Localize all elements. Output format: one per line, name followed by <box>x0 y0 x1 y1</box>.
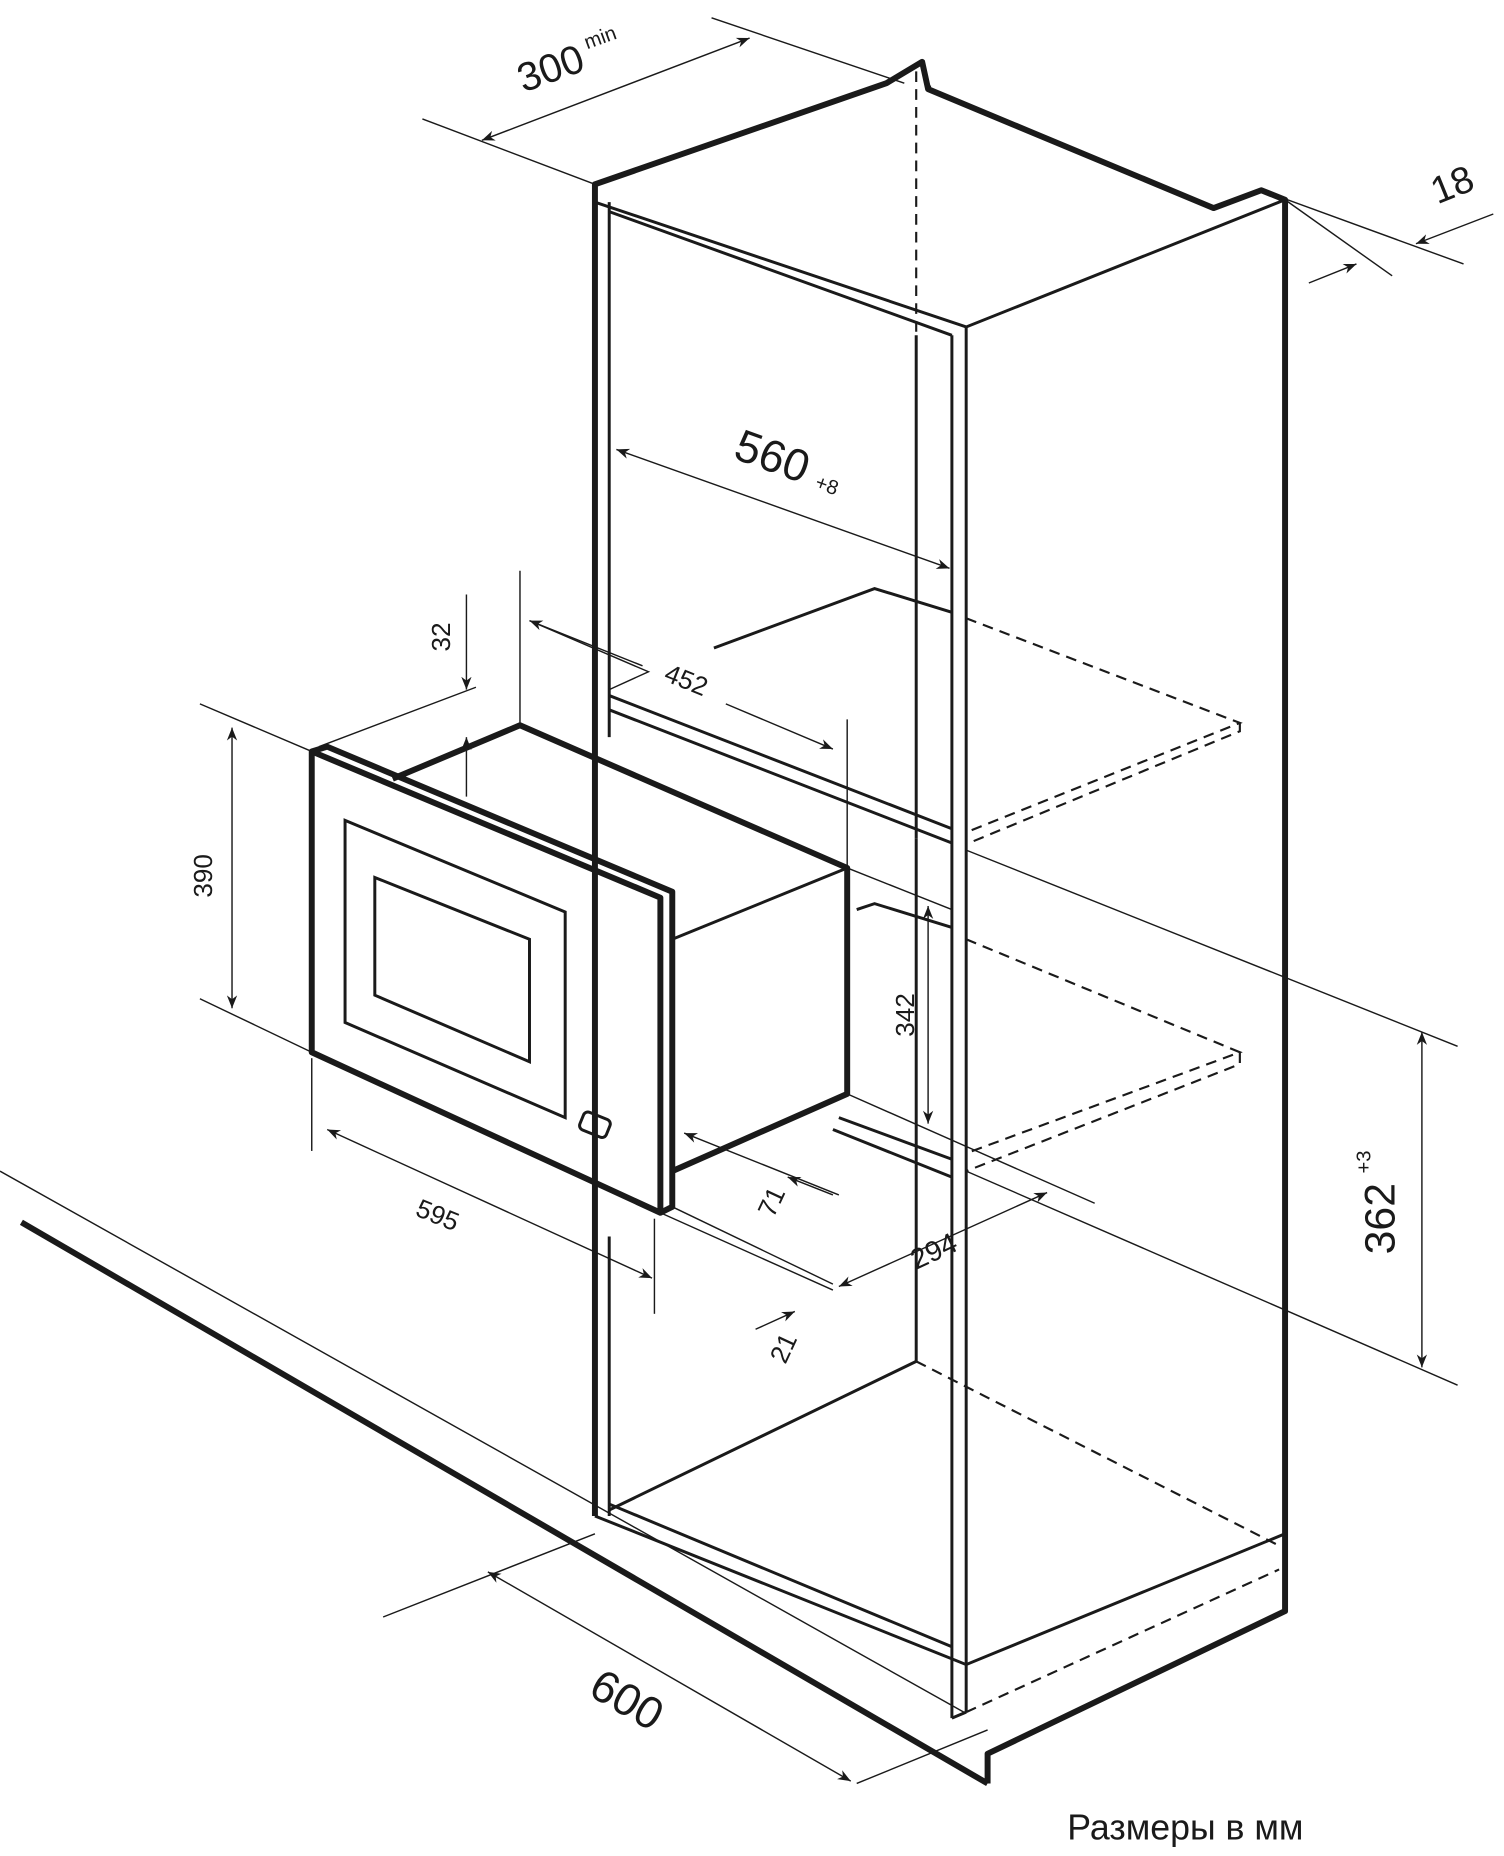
label-300: 300 <box>511 35 590 101</box>
label-min: min <box>581 22 619 54</box>
label-362: 362 <box>1357 1183 1405 1254</box>
label-390: 390 <box>188 854 218 898</box>
label-18: 18 <box>1425 158 1480 213</box>
label-560: 560 <box>728 419 816 493</box>
caption: Размеры в мм <box>1067 1807 1303 1847</box>
svg-text:560+8: 560+8 <box>728 419 849 505</box>
cabinet <box>591 58 1289 1784</box>
svg-text:362+3: 362+3 <box>1354 1150 1405 1254</box>
label-595: 595 <box>412 1193 464 1237</box>
label-21: 21 <box>764 1328 803 1367</box>
svg-text:300min: 300min <box>511 21 628 101</box>
label-71: 71 <box>752 1182 791 1221</box>
label-32: 32 <box>426 622 456 651</box>
floor <box>0 1170 990 1787</box>
microwave <box>308 722 851 1216</box>
label-362-tolerance: +3 <box>1354 1150 1376 1173</box>
dimension-lines <box>199 17 1494 1785</box>
label-342: 342 <box>890 993 920 1037</box>
label-452: 452 <box>661 658 713 702</box>
label-560-tolerance: +8 <box>812 472 841 501</box>
